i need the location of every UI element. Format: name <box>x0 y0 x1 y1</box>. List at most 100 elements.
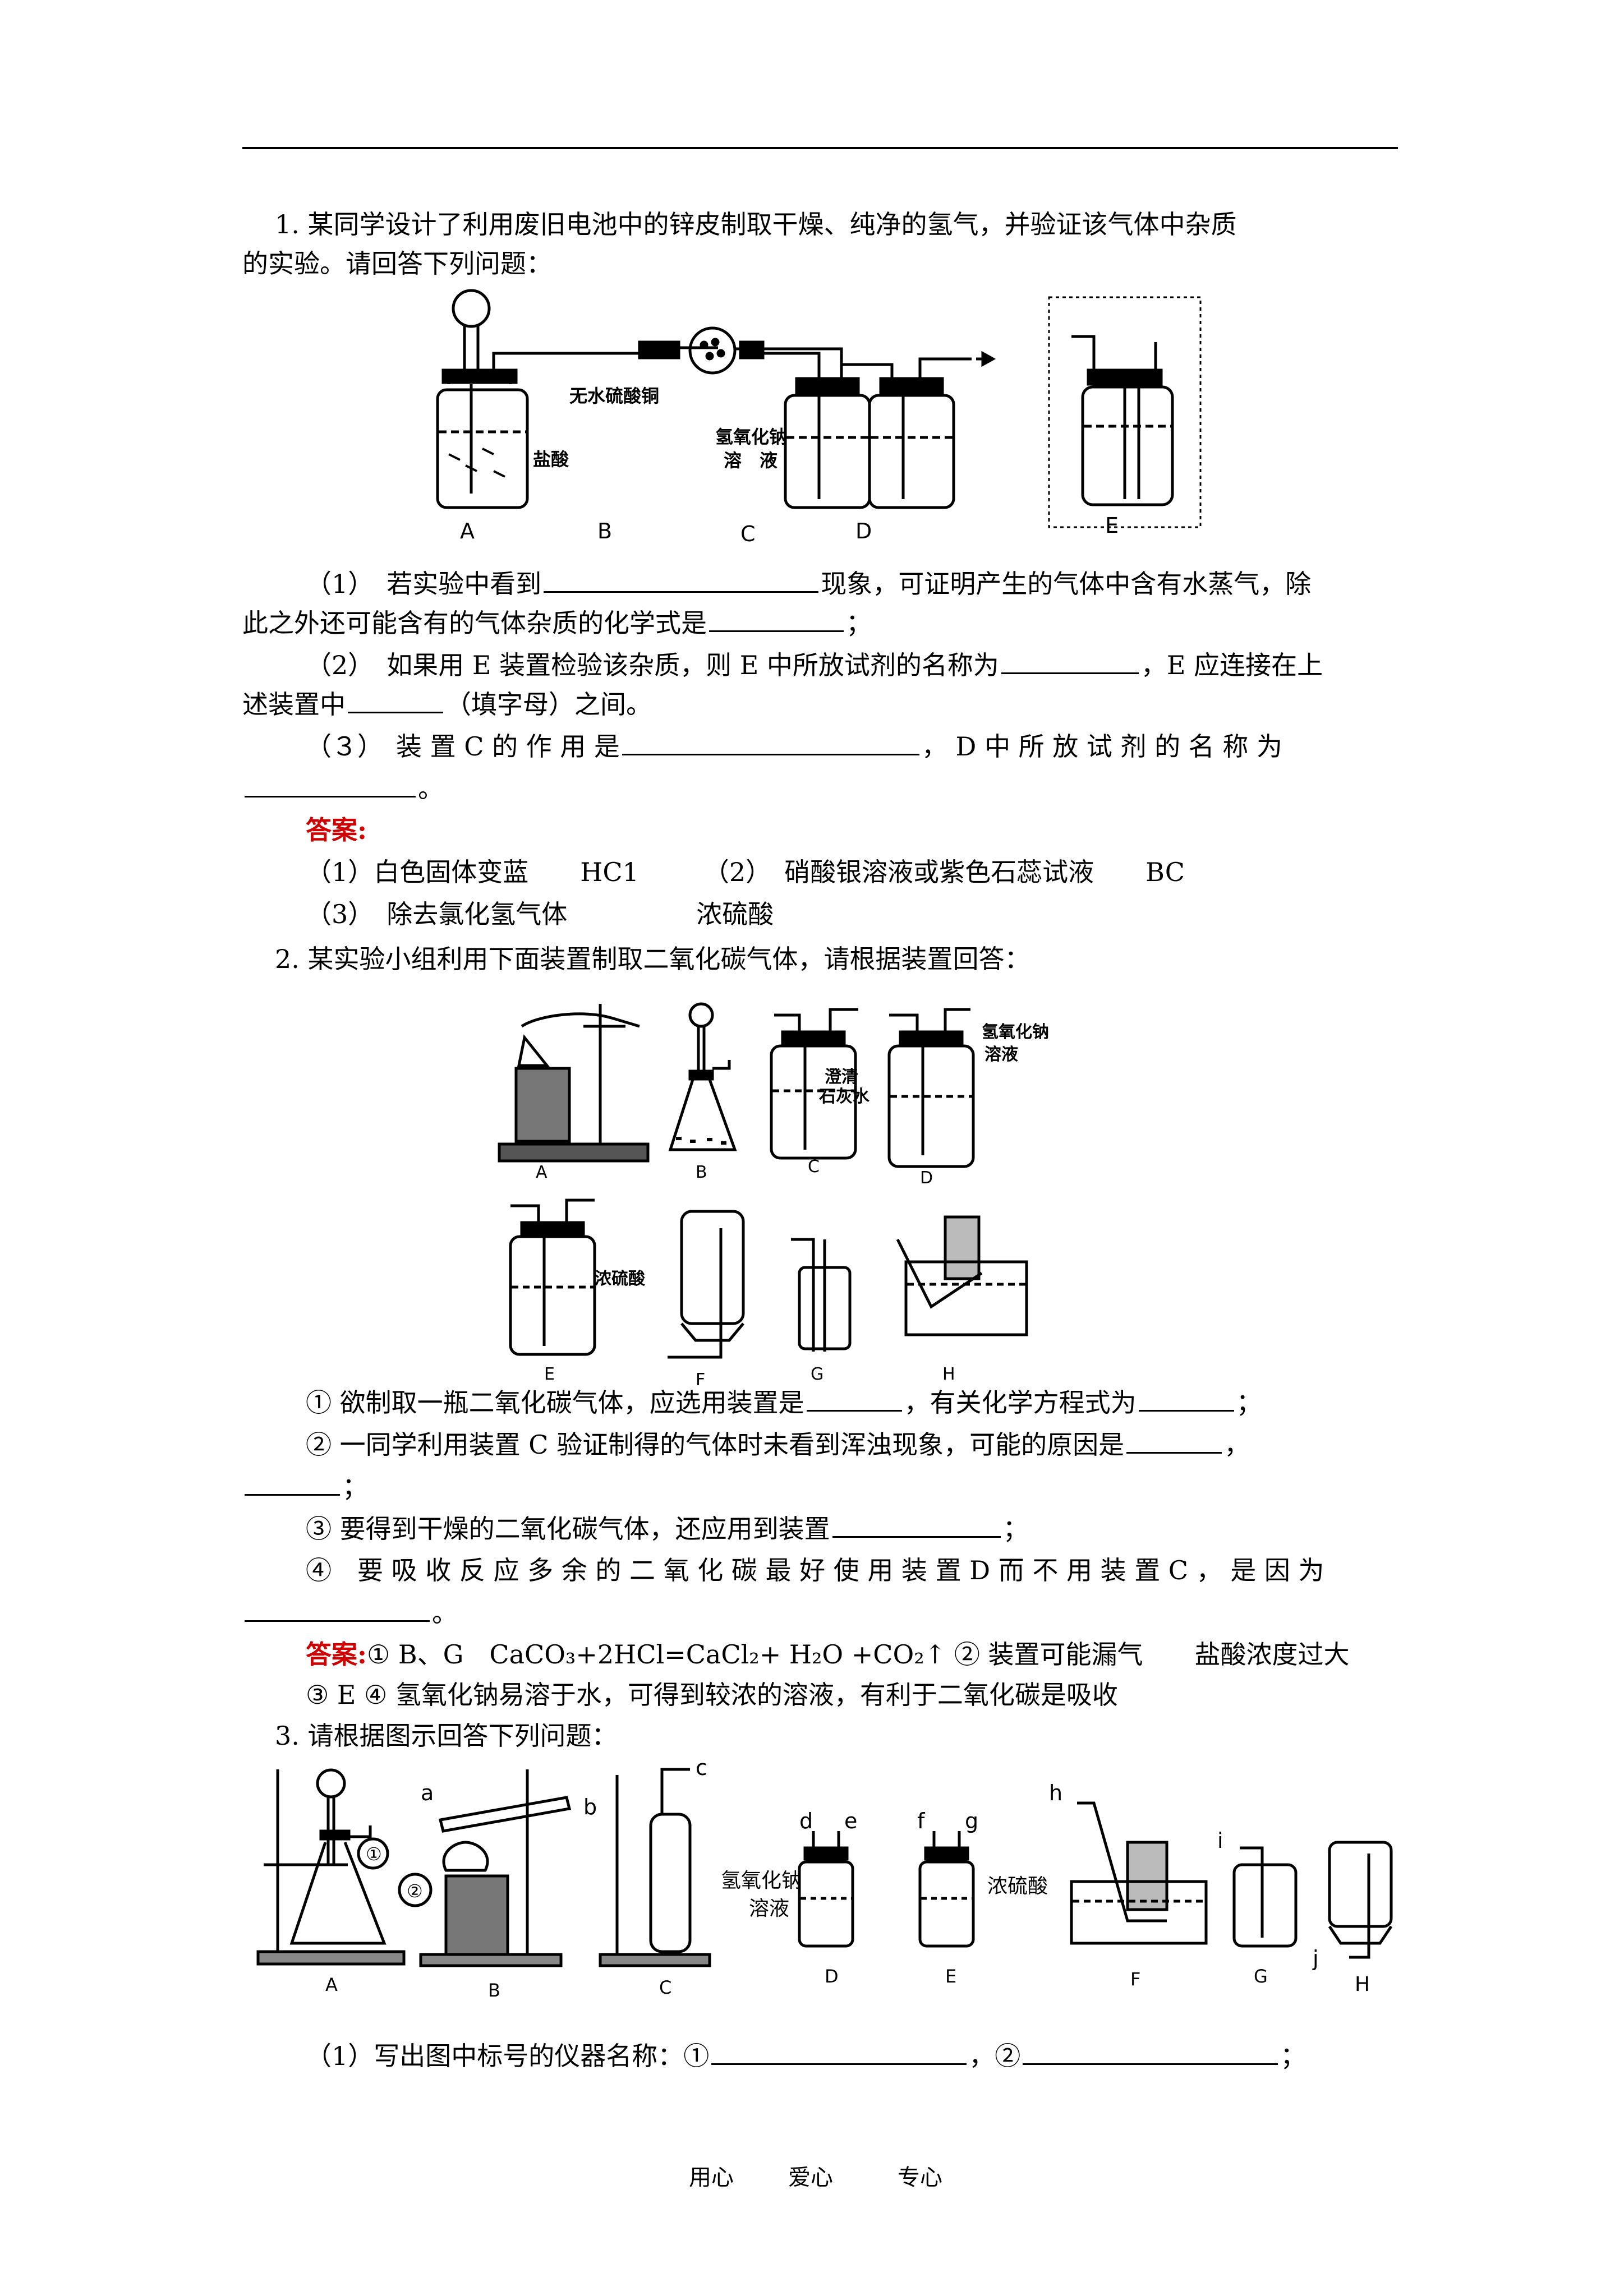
fig2-label-a: A <box>536 1163 548 1182</box>
apparatus-b <box>638 326 843 379</box>
q1-stem-line2: 的实验。请回答下列问题： <box>242 248 552 279</box>
q1-blank-2[interactable] <box>709 606 844 632</box>
q1-answer-label: 答案: <box>306 815 367 845</box>
q2-blank-2[interactable] <box>1138 1385 1234 1412</box>
q3-apparatus-e: f g E <box>917 1809 978 1987</box>
q2-p4b: 。 <box>432 1598 458 1628</box>
q3-p1a: （1）写出图中标号的仪器名称：① <box>306 2041 710 2071</box>
q1-blank-1[interactable] <box>544 566 819 593</box>
footer-text-2: 爱心 <box>788 2165 833 2191</box>
q1-part2-line1: （2） 如果用 E 装置检验该杂质，则 E 中所放试剂的名称为 ，E 应连接在上 <box>306 648 1323 682</box>
q2-apparatus-h: H <box>896 1215 1028 1384</box>
q2-p1a: ① 欲制取一瓶二氧化碳气体，应选用装置是 <box>306 1387 804 1418</box>
fig1-label-c: C <box>740 522 756 546</box>
q1-apparatus-figure: 无水硫酸铜 盐酸 氢氧化钠 溶 液 A B C D E <box>436 289 1202 546</box>
fig2-label-g: G <box>811 1364 823 1384</box>
q1-p2b: ，E 应连接在上 <box>1140 650 1323 680</box>
q1-p1c: 此之外还可能含有的气体杂质的化学式是 <box>242 608 707 638</box>
q3-p1b: ，② <box>969 2041 1021 2071</box>
q3-part1: （1）写出图中标号的仪器名称：①，②； <box>306 2039 1306 2073</box>
q1-blank-6[interactable] <box>245 771 416 797</box>
q3-blank-2[interactable] <box>1023 2039 1278 2065</box>
q2-apparatus-a: A <box>498 1004 650 1182</box>
header-rule <box>242 147 1398 149</box>
q2-blank-1[interactable] <box>806 1385 902 1412</box>
q3-blank-1[interactable] <box>711 2039 967 2065</box>
q3-label-a-lower: a <box>421 1781 434 1805</box>
q3-apparatus-g: i G <box>1217 1828 1298 1987</box>
q3-apparatus-figure: ① A ② a b B c C d e D 氢氧化钠 溶液 <box>256 1758 1393 2001</box>
q2-p1c: ； <box>1236 1387 1262 1418</box>
apparatus-e <box>1048 296 1202 528</box>
fig3-label-e: E <box>945 1966 956 1987</box>
q3-circle-1: ① <box>366 1843 382 1865</box>
q2-part4-line2: 。 <box>242 1596 458 1630</box>
q3-label-j-lower: j <box>1312 1946 1319 1971</box>
fig2-label-d: D <box>920 1168 933 1188</box>
q3-apparatus-b: ② a b B <box>398 1769 597 2001</box>
label-naoh-2: 氢氧化钠 <box>982 1022 1049 1042</box>
q3-label-b-lower: b <box>583 1795 597 1819</box>
q2-p2c: ； <box>342 1472 368 1502</box>
q1-p1a: （1） 若实验中看到 <box>306 569 542 599</box>
q1-blank-4[interactable] <box>348 687 443 713</box>
q3-apparatus-a: ① A <box>256 1768 406 1995</box>
q1-p2c: 述装置中 <box>242 689 346 720</box>
q2-answer-label: 答案: <box>306 1639 367 1670</box>
q3-apparatus-f: h F <box>1049 1781 1208 1990</box>
fig3-label-a: A <box>325 1974 338 1995</box>
fig2-label-h: H <box>942 1364 955 1384</box>
fig2-label-c: C <box>808 1157 820 1177</box>
q3-apparatus-h: j H <box>1312 1841 1393 1996</box>
label-anhydrous: 无水硫酸铜 <box>569 385 659 407</box>
q2-part3: ③ 要得到干燥的二氧化碳气体，还应用到装置； <box>306 1511 1029 1546</box>
q2-apparatus-e: E <box>509 1198 596 1384</box>
label-hcl: 盐酸 <box>533 449 569 470</box>
footer-text-1: 用心 <box>689 2165 734 2191</box>
q2-part4-line1: ④ 要 吸 收 反 应 多 余 的 二 氧 化 碳 最 好 使 用 装 置 D … <box>306 1555 1324 1585</box>
q3-circle-2: ② <box>407 1880 423 1902</box>
q1-part2-line2: 述装置中（填字母）之间。 <box>242 687 652 721</box>
apparatus-d <box>868 351 996 509</box>
fig1-label-e: E <box>1105 513 1119 538</box>
q3-label-c-lower: c <box>696 1758 707 1780</box>
q2-p3b: ； <box>1002 1514 1029 1544</box>
q2-stem: 2. 某实验小组利用下面装置制取二氧化碳气体，请根据装置回答： <box>275 944 1030 974</box>
q1-blank-5[interactable] <box>622 729 919 755</box>
q1-part3-line2: 。 <box>242 771 444 805</box>
label-solution-2: 溶液 <box>984 1045 1018 1064</box>
q2-blank-5[interactable] <box>832 1511 1001 1538</box>
label-naoh: 氢氧化钠 <box>715 426 787 448</box>
q1-blank-3[interactable] <box>1001 648 1139 674</box>
label-limewater-1: 澄清 <box>825 1067 858 1087</box>
q3-stem: 3. 请根据图示回答下列问题： <box>275 1721 618 1751</box>
q2-p2a: ② 一同学利用装置 C 验证制得的气体时未看到浑浊现象，可能的原因是 <box>306 1430 1125 1460</box>
fig3-label-c: C <box>659 1977 671 1998</box>
q3-apparatus-d: d e D <box>798 1809 857 1987</box>
q3-label-h-lower: h <box>1049 1781 1062 1805</box>
q2-p1b: ，有关化学方程式为 <box>904 1387 1137 1418</box>
q2-part2-line2: ； <box>242 1469 368 1504</box>
q1-part3-line1: （３） 装 置 C 的 作 用 是 ， D 中 所 放 试 剂 的 名 称 为 <box>306 729 1282 763</box>
q1-part1-line2: 此之外还可能含有的气体杂质的化学式是； <box>242 606 872 640</box>
q1-answer-line1: （1）白色固体变蓝 HC1 （2） 硝酸银溶液或紫色石蕊试液 BC <box>306 857 1185 887</box>
q2-part1: ① 欲制取一瓶二氧化碳气体，应选用装置是 ，有关化学方程式为 ； <box>306 1385 1262 1419</box>
q2-blank-4[interactable] <box>245 1469 340 1496</box>
q1-p1b: 现象，可证明产生的气体中含有水蒸气，除 <box>821 569 1312 599</box>
q2-p2b: ， <box>1224 1430 1250 1460</box>
q3-label-naoh: 氢氧化钠 <box>721 1869 802 1892</box>
label-solution: 溶 液 <box>724 450 778 471</box>
q2-blank-3[interactable] <box>1126 1427 1222 1454</box>
q1-p2a: （2） 如果用 E 装置检验该杂质，则 E 中所放试剂的名称为 <box>306 650 999 680</box>
q2-blank-6[interactable] <box>245 1596 430 1622</box>
q3-label-d-lower: d <box>799 1809 813 1833</box>
footer-text-3: 专心 <box>898 2165 942 2191</box>
q2-apparatus-g: G <box>791 1238 852 1384</box>
q1-p3b: ， D 中 所 放 试 剂 的 名 称 为 <box>921 731 1283 762</box>
fig1-label-b: B <box>597 519 612 543</box>
apparatus-a <box>436 289 718 509</box>
q1-p3a: （３） 装 置 C 的 作 用 是 <box>306 731 620 762</box>
q3-label-solution: 溶液 <box>749 1897 789 1920</box>
q2-answer-text1: ① B、G CaCO₃+2HCl=CaCl₂+ H₂O +CO₂↑ ② 装置可能… <box>366 1639 1350 1670</box>
